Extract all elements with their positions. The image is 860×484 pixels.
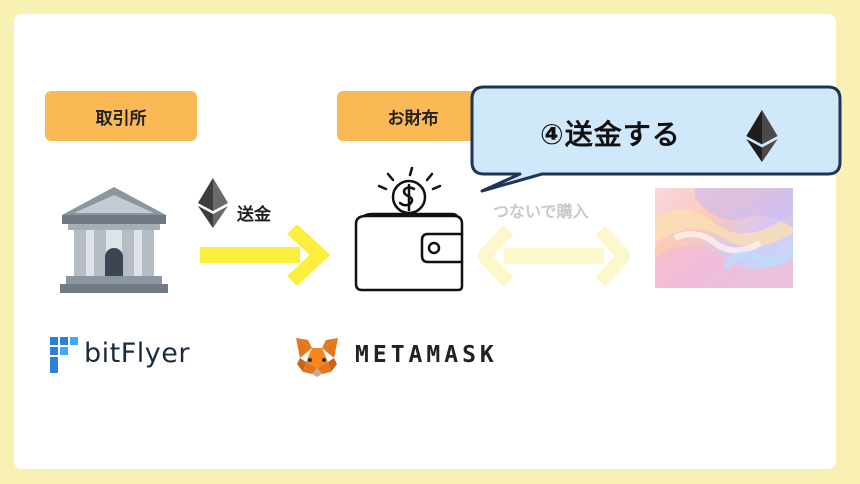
wallet-icon xyxy=(354,166,464,292)
bitflyer-logo-icon xyxy=(50,337,78,373)
wallet-label: お財布 xyxy=(337,91,489,141)
callout-bubble xyxy=(470,85,842,193)
connect-arrow xyxy=(478,226,630,286)
callout-text: ④送金する xyxy=(540,118,681,151)
ethereum-icon xyxy=(198,178,228,228)
connect-label: つないで購入 xyxy=(493,202,589,221)
bitflyer-brand: bitFlyer xyxy=(84,338,190,369)
nft-artwork xyxy=(655,188,793,288)
ethereum-icon xyxy=(746,110,778,162)
bank-icon xyxy=(60,187,168,293)
send-arrow xyxy=(200,225,330,285)
metamask-fox-icon xyxy=(296,338,338,377)
exchange-label: 取引所 xyxy=(45,91,197,141)
send-label: 送金 xyxy=(237,205,271,225)
metamask-brand: METAMASK xyxy=(355,342,498,368)
